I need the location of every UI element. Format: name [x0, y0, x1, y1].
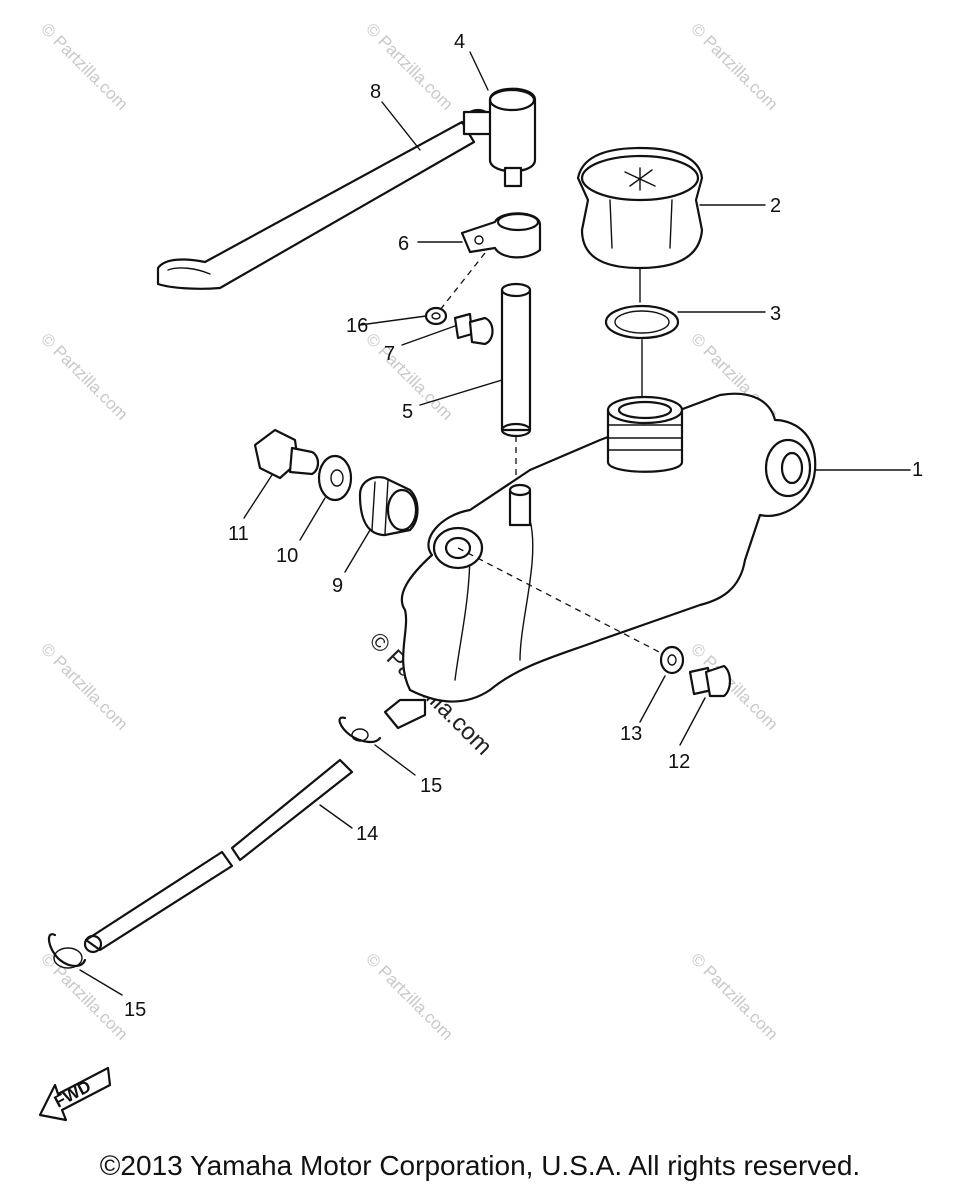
leader-dashed — [457, 547, 666, 656]
label-5: 5 — [402, 401, 413, 423]
leader-lines — [79, 51, 911, 996]
watermark: © Partzilla.com — [37, 19, 131, 113]
part-13-washer — [659, 645, 685, 675]
watermark: © Partzilla.com — [687, 949, 781, 1043]
label-8: 8 — [370, 81, 381, 103]
label-12: 12 — [668, 751, 690, 773]
part-6-clamp — [460, 212, 542, 259]
part-5-pipe — [500, 282, 532, 475]
label-15-upper: 15 — [420, 775, 442, 797]
fwd-label: FWD — [51, 1077, 94, 1112]
label-6: 6 — [398, 233, 409, 255]
label-1: 1 — [912, 459, 923, 481]
fwd-arrow: FWD — [38, 1066, 112, 1122]
label-14: 14 — [356, 823, 378, 845]
part-15-clip-upper — [338, 716, 382, 744]
part-7-bolt — [453, 312, 494, 346]
label-7: 7 — [384, 343, 395, 365]
part-15-clip-lower — [47, 933, 87, 969]
label-2: 2 — [770, 195, 781, 217]
watermark: © Partzilla.com — [37, 639, 131, 733]
watermark: © Partzilla.com — [687, 19, 781, 113]
part-1-tank — [383, 392, 817, 730]
part-16-washer — [424, 306, 448, 326]
part-10-washer — [317, 454, 353, 502]
part-8-hose — [156, 120, 476, 290]
label-3: 3 — [770, 303, 781, 325]
part-labels: 1 2 3 4 5 6 7 8 9 10 11 12 13 14 15 15 1… — [124, 31, 923, 1021]
label-4: 4 — [454, 31, 465, 53]
part-12-bolt — [688, 664, 732, 698]
part-3-gasket — [604, 304, 680, 340]
part-2-cap — [576, 146, 704, 270]
part-4-petcock — [462, 87, 537, 188]
label-11: 11 — [228, 523, 249, 545]
label-16: 16 — [346, 315, 368, 337]
label-9: 9 — [332, 575, 343, 597]
watermark: © Partzilla.com — [37, 329, 131, 423]
copyright-notice: ©2013 Yamaha Motor Corporation, U.S.A. A… — [99, 1150, 861, 1181]
label-13: 13 — [620, 723, 642, 745]
part-11-bolt — [253, 428, 320, 480]
label-15-lower: 15 — [124, 999, 146, 1021]
leader-dashed — [439, 252, 486, 311]
part-9-damper — [358, 476, 419, 537]
part-14-hose — [83, 758, 354, 954]
watermark: © Partzilla.com — [37, 949, 131, 1043]
label-10: 10 — [276, 545, 298, 567]
watermark: © Partzilla.com — [362, 949, 456, 1043]
